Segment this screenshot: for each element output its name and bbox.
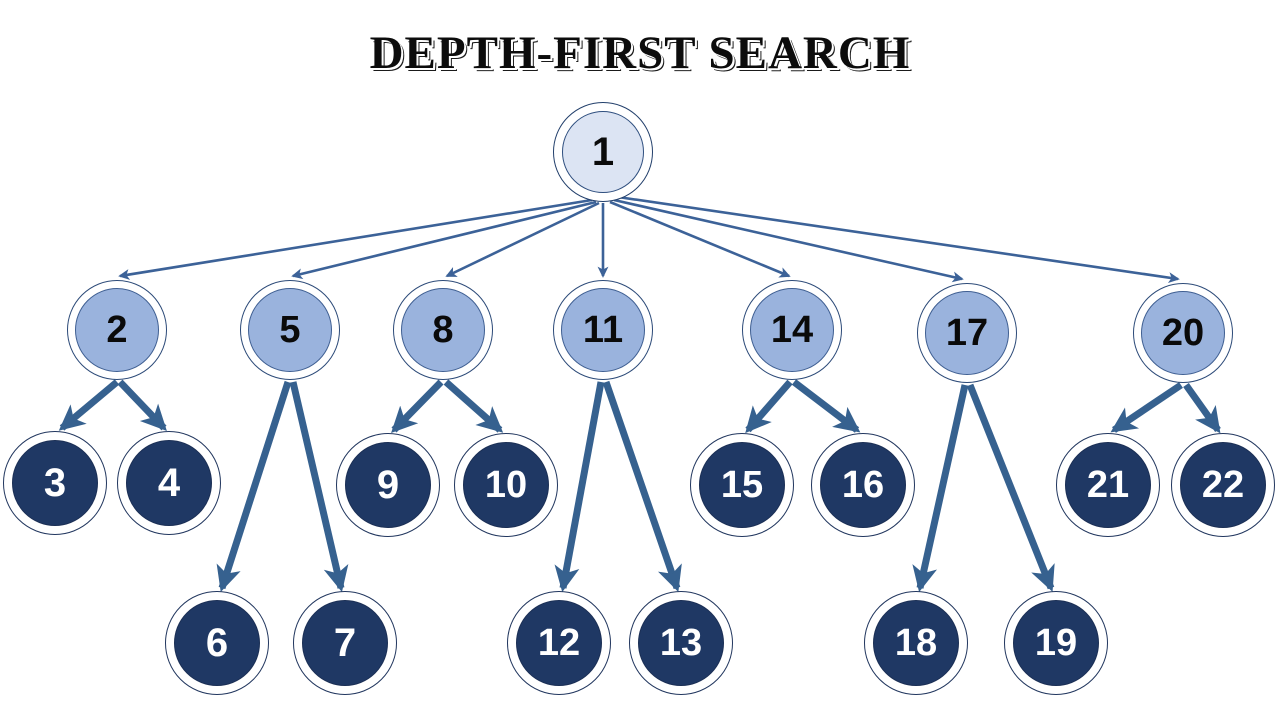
page-title: Depth-First Search [369, 27, 911, 79]
tree-edge [117, 379, 167, 432]
tree-node-19[interactable]: 19 [1004, 591, 1108, 695]
tree-node-label: 17 [925, 291, 1009, 375]
tree-node-1[interactable]: 1 [553, 102, 653, 202]
tree-node-7[interactable]: 7 [293, 591, 397, 695]
tree-node-9[interactable]: 9 [336, 433, 440, 537]
tree-node-11[interactable]: 11 [553, 280, 653, 380]
tree-edge [617, 195, 1180, 284]
tree-node-2[interactable]: 2 [67, 280, 167, 380]
tree-node-label: 18 [873, 600, 959, 686]
tree-edge [554, 381, 605, 593]
tree-node-label: 11 [561, 288, 645, 372]
tree-edge [1110, 382, 1183, 433]
tree-node-label: 6 [174, 600, 260, 686]
tree-node-6[interactable]: 6 [165, 591, 269, 695]
tree-node-8[interactable]: 8 [393, 280, 493, 380]
tree-node-21[interactable]: 21 [1056, 433, 1160, 537]
tree-node-label: 14 [750, 288, 834, 372]
tree-node-label: 7 [302, 600, 388, 686]
tree-edge [1183, 382, 1221, 434]
tree-edge [118, 198, 593, 280]
tree-node-18[interactable]: 18 [864, 591, 968, 695]
tree-node-label: 3 [12, 440, 98, 526]
tree-node-label: 8 [401, 288, 485, 372]
tree-edge [912, 384, 969, 593]
tree-edge [391, 379, 444, 434]
tree-node-22[interactable]: 22 [1171, 433, 1275, 537]
tree-node-label: 21 [1065, 442, 1151, 528]
tree-edge [289, 381, 349, 593]
tree-node-label: 10 [463, 442, 549, 528]
tree-node-label: 4 [126, 440, 212, 526]
tree-edge [745, 379, 793, 434]
tree-node-4[interactable]: 4 [117, 431, 221, 535]
tree-node-14[interactable]: 14 [742, 280, 842, 380]
tree-node-label: 13 [638, 600, 724, 686]
tree-node-label: 1 [562, 111, 644, 193]
tree-edge [443, 379, 504, 433]
tree-node-3[interactable]: 3 [3, 431, 107, 535]
tree-node-16[interactable]: 16 [811, 433, 915, 537]
tree-node-13[interactable]: 13 [629, 591, 733, 695]
tree-node-label: 19 [1013, 600, 1099, 686]
tree-edge [445, 201, 600, 278]
tree-node-label: 15 [699, 442, 785, 528]
tree-edge [602, 380, 682, 592]
tree-edge [58, 379, 120, 431]
tree-node-label: 9 [345, 442, 431, 528]
tree-edge [791, 379, 861, 433]
tree-node-17[interactable]: 17 [917, 283, 1017, 383]
tree-node-20[interactable]: 20 [1133, 283, 1233, 383]
tree-node-label: 20 [1141, 291, 1225, 375]
tree-edge [966, 383, 1055, 592]
tree-node-5[interactable]: 5 [240, 280, 340, 380]
tree-node-15[interactable]: 15 [690, 433, 794, 537]
tree-node-label: 5 [248, 288, 332, 372]
tree-edge [613, 198, 964, 283]
tree-edge [609, 200, 791, 278]
tree-node-label: 16 [820, 442, 906, 528]
tree-node-label: 2 [75, 288, 159, 372]
tree-node-10[interactable]: 10 [454, 433, 558, 537]
tree-node-label: 12 [516, 600, 602, 686]
tree-edge [216, 380, 292, 592]
tree-edge [291, 200, 597, 280]
tree-node-12[interactable]: 12 [507, 591, 611, 695]
tree-node-label: 22 [1180, 442, 1266, 528]
